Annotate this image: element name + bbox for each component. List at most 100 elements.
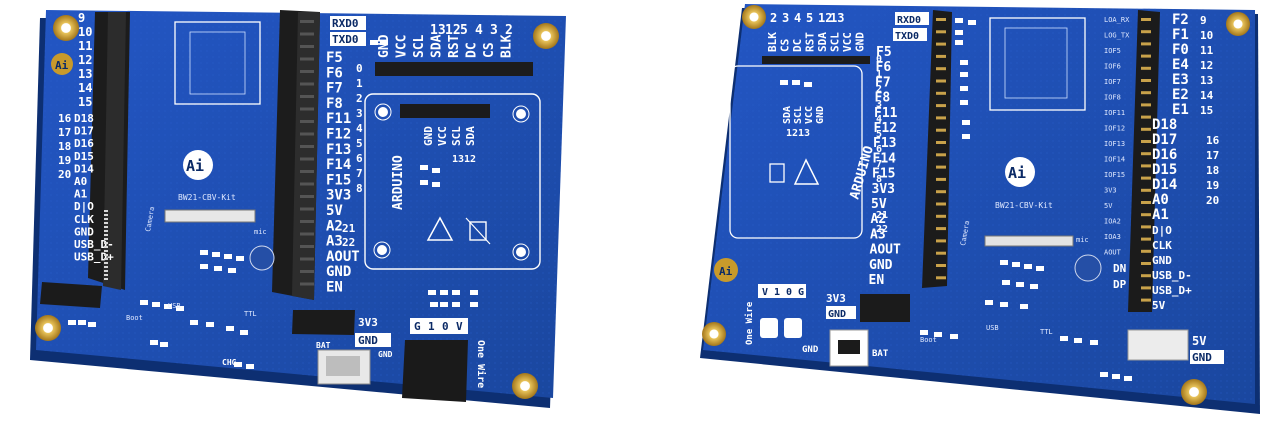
header-pin <box>936 18 946 21</box>
silkscreen-label: SCL <box>412 34 427 58</box>
silkscreen-label: F12 <box>326 127 351 143</box>
right-pin-header <box>1128 10 1160 312</box>
silkscreen-label: E2 <box>1172 87 1189 103</box>
smd-component <box>1112 374 1120 379</box>
silkscreen-label: 18 <box>1206 164 1219 177</box>
silkscreen-label: A1 <box>1152 207 1169 223</box>
smd-component <box>1012 262 1020 267</box>
smd-component <box>452 290 460 295</box>
silkscreen-label: 15 <box>78 95 92 109</box>
smd-component <box>955 18 963 23</box>
silkscreen-label: F15 <box>872 167 895 182</box>
silkscreen-label: A0 <box>74 175 87 188</box>
silkscreen-label: VCC <box>395 35 410 58</box>
ai-logo-large-icon <box>1005 157 1035 187</box>
ai-logo-icon <box>714 258 738 282</box>
smd-component <box>236 256 244 261</box>
silkscreen-label: CS <box>482 42 497 58</box>
esd-warning-icon <box>793 158 820 185</box>
silkscreen-label: 3 <box>876 99 882 110</box>
silkscreen-label: 12 <box>78 53 92 67</box>
header-pin <box>104 238 108 240</box>
esd-warning-icon <box>426 216 454 241</box>
smd-component <box>792 80 800 85</box>
header-pin <box>1141 176 1151 180</box>
smd-component <box>962 120 970 125</box>
silkscreen-label: BLK <box>766 32 779 52</box>
smd-component <box>920 330 928 335</box>
smd-component <box>240 330 248 335</box>
silkscreen-label: SDA <box>816 32 829 52</box>
silkscreen-label: IOA2 <box>1104 218 1121 226</box>
header-pin <box>936 116 946 120</box>
silkscreen-label: 1 <box>774 287 780 298</box>
silkscreen-label: IOF15 <box>1104 171 1125 179</box>
header-pin <box>300 170 314 173</box>
sd-card-slot <box>989 17 1086 111</box>
header-pin <box>1141 140 1151 143</box>
arduino-label: ARDUINO <box>391 155 406 210</box>
silkscreen-label: F6 <box>326 65 343 81</box>
silkscreen-label: D15 <box>74 150 94 163</box>
silkscreen-label: 4 <box>794 11 801 25</box>
header-pin <box>1141 298 1151 302</box>
header-pin <box>936 42 946 46</box>
left-board: Ai Ai BW21-CBV-Kit Camera mic 9101112131… <box>30 10 566 408</box>
svg-text:Ai: Ai <box>55 59 69 72</box>
silkscreen-label: 19 <box>58 154 71 167</box>
silkscreen-label: IOF13 <box>1104 140 1125 148</box>
smd-component <box>212 252 220 257</box>
weee-bin-icon <box>769 163 785 183</box>
silkscreen-label: F6 <box>876 60 892 75</box>
silkscreen-label: 5 <box>460 23 468 38</box>
svg-text:Boot: Boot <box>920 336 937 344</box>
silkscreen-label: 19 <box>1206 179 1219 192</box>
svg-text:mic: mic <box>1076 236 1089 244</box>
silkscreen-label: VCC <box>841 32 854 52</box>
header-pin <box>104 214 108 216</box>
smd-component <box>432 182 440 187</box>
silkscreen-label: 10 <box>1200 29 1213 42</box>
mounting-hole <box>702 322 726 346</box>
header-pin <box>300 282 314 286</box>
silkscreen-label: 6 <box>876 144 882 155</box>
silkscreen-label: GND <box>869 258 893 273</box>
silkscreen-label: AOUT <box>326 249 360 265</box>
silkscreen-label: IOF6 <box>1104 63 1121 71</box>
header-pin <box>936 190 946 194</box>
smd-component <box>1016 282 1024 287</box>
one-wire-label: One Wire <box>744 301 755 345</box>
header-pin <box>1141 103 1151 107</box>
silkscreen-label: A1 <box>74 188 88 201</box>
silkscreen-label: D18 <box>1152 117 1177 133</box>
silkscreen-label: 8 <box>356 182 363 195</box>
header-pin <box>1141 54 1151 58</box>
silkscreen-label: F14 <box>326 157 351 173</box>
silkscreen-label: 1 <box>356 77 363 90</box>
svg-text:GND: GND <box>828 309 846 320</box>
smd-component <box>420 165 428 170</box>
bottom-center-header <box>292 310 355 335</box>
smd-component <box>432 168 440 173</box>
silkscreen-label: 5 <box>806 11 813 25</box>
svg-text:3V3: 3V3 <box>358 316 378 329</box>
oled-numbers: 1312 <box>452 154 476 165</box>
header-pin <box>936 165 946 169</box>
silkscreen-label: F11 <box>874 106 898 121</box>
txd0-label: TXD0 <box>332 33 359 46</box>
silkscreen-label: F5 <box>876 45 892 60</box>
silkscreen-label: A2 <box>871 212 887 227</box>
silkscreen-label: EN <box>326 280 343 296</box>
smd-component <box>1020 304 1028 309</box>
silkscreen-label: IOF8 <box>1104 94 1121 102</box>
mounting-hole <box>742 5 766 29</box>
header-pin <box>936 141 946 144</box>
header-pin <box>104 266 108 268</box>
silkscreen-label: 3 <box>782 11 789 25</box>
oled-outline <box>364 93 541 270</box>
silkscreen-label: F2 <box>1172 12 1189 28</box>
silkscreen-label: 17 <box>1206 149 1219 162</box>
lcd-header <box>375 62 533 76</box>
